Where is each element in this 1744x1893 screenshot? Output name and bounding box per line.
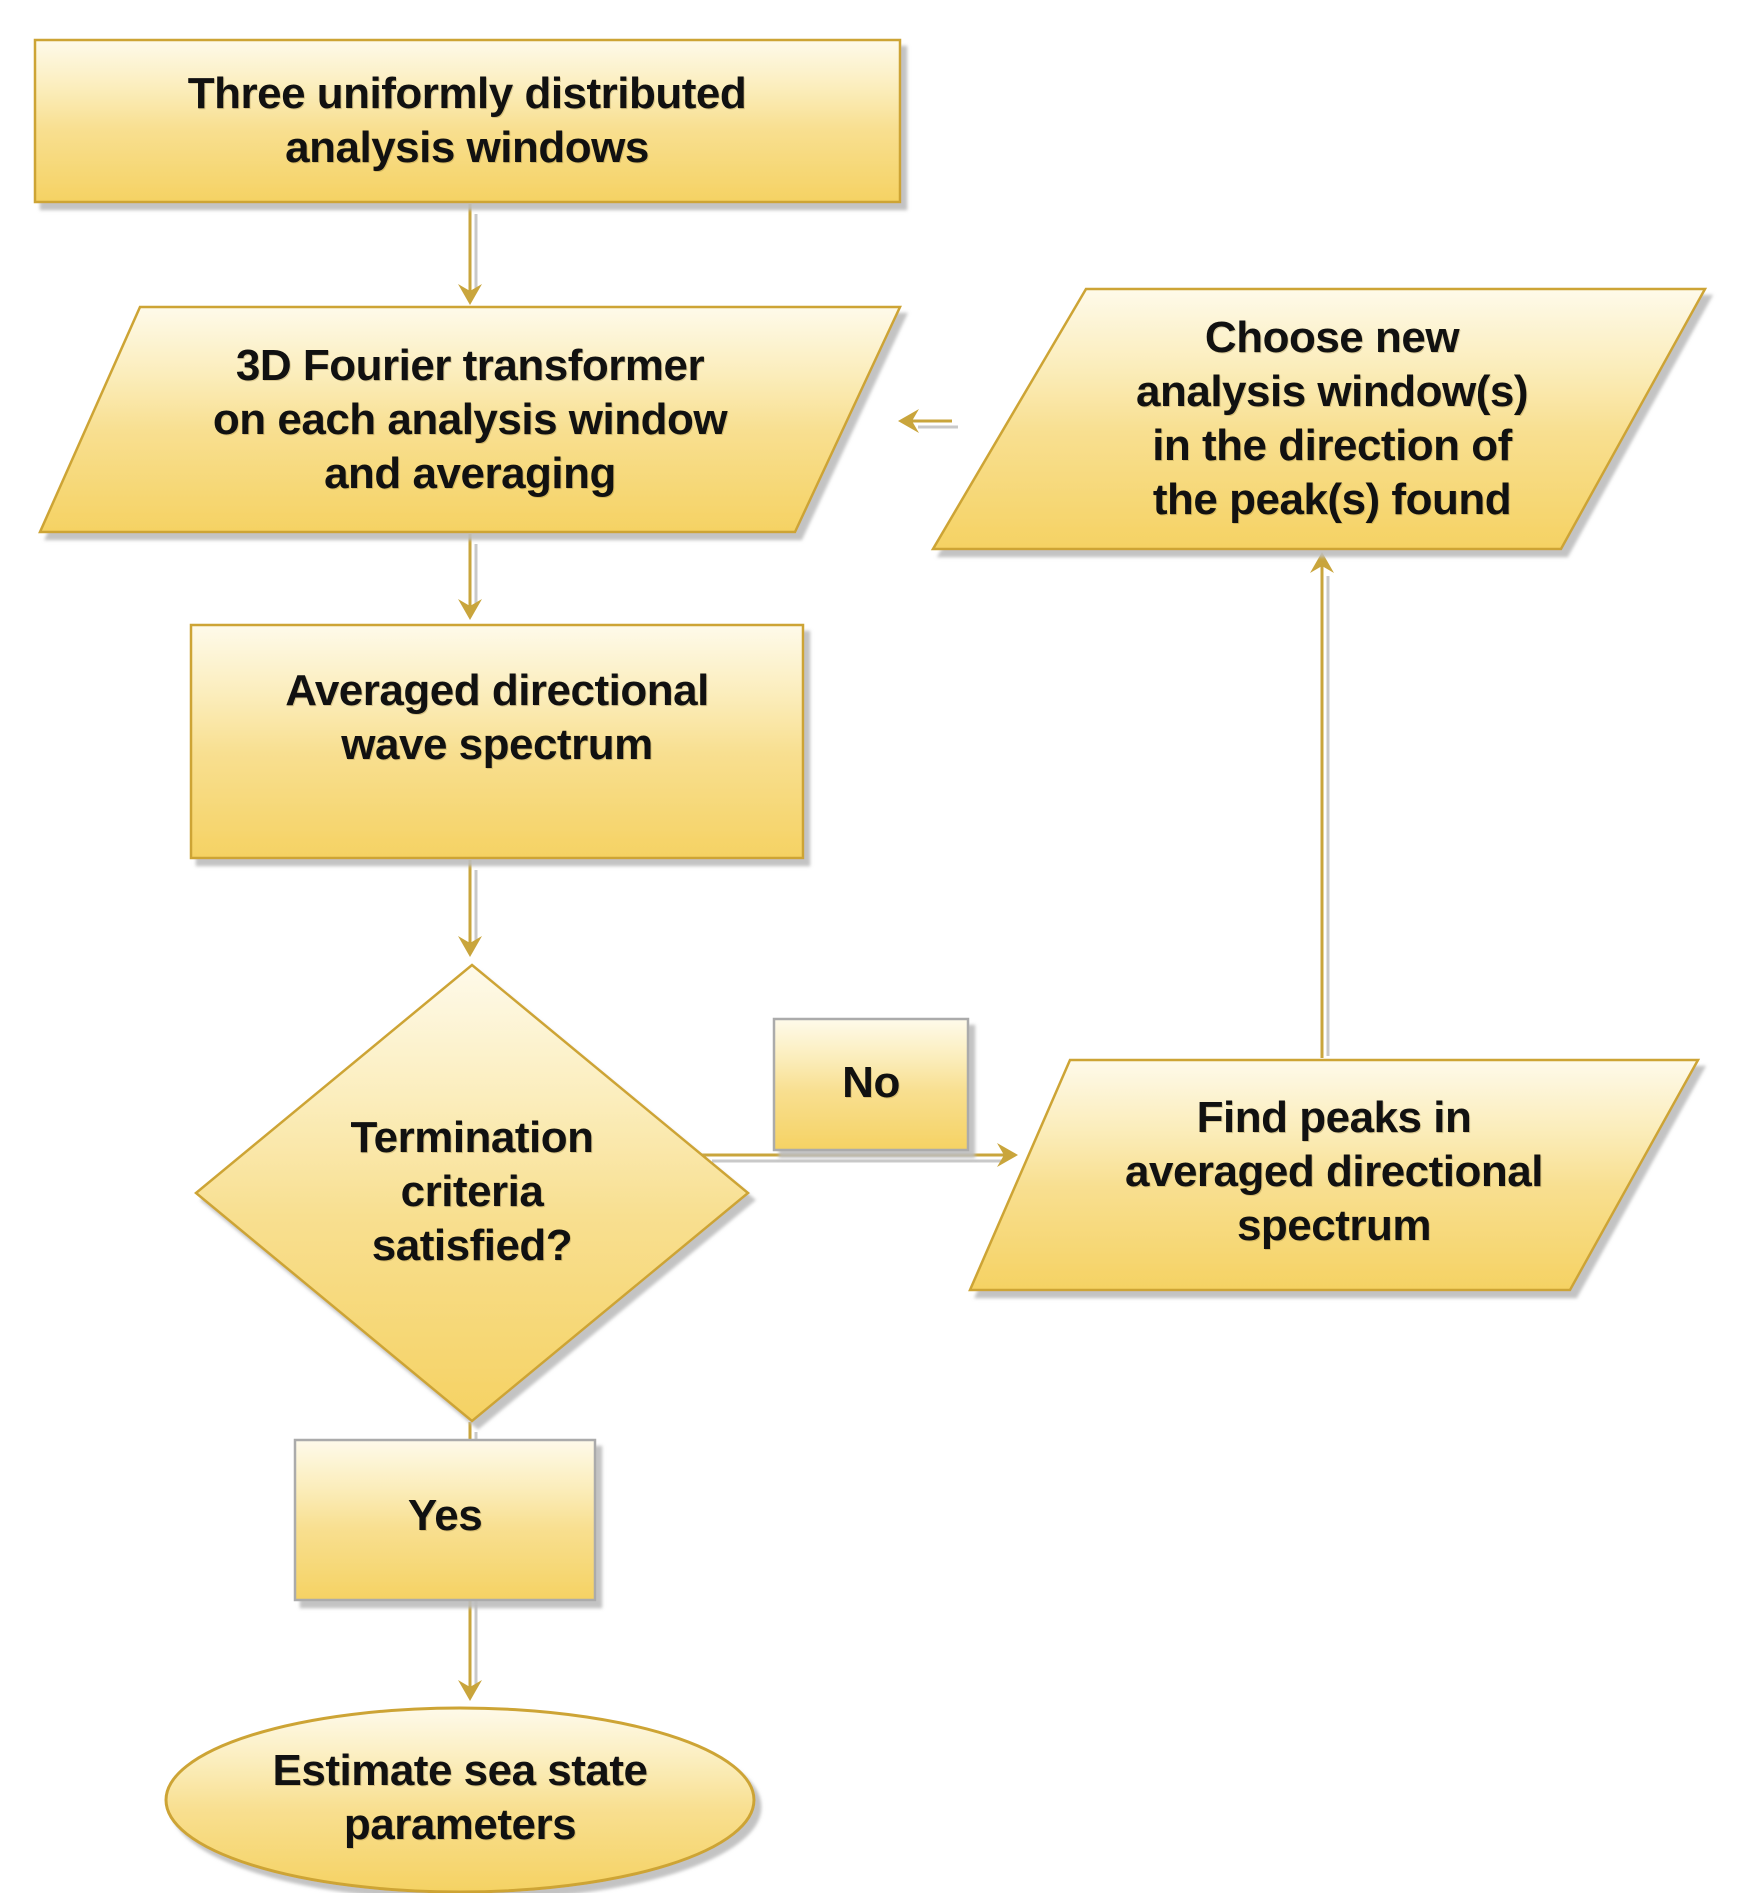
node-label-decision: Termination criteria satisfied? (350, 1111, 594, 1273)
arrowhead-down-icon (458, 284, 482, 305)
label-line: Find peaks in (1196, 1093, 1472, 1142)
node-shape-decision (194, 963, 750, 1423)
node-shape-fourier (38, 305, 902, 534)
label-line: Choose new (1204, 313, 1460, 362)
arrowhead-down-icon (458, 599, 482, 620)
arrowhead-down-icon (458, 936, 482, 957)
label-line: Averaged directional (285, 666, 709, 715)
node-label-spectrum: Averaged directional wave spectrum (285, 664, 709, 772)
node-label-choose-new: Choose new analysis window(s) in the dir… (1136, 311, 1528, 527)
label-line: 3D Fourier transformer (235, 341, 705, 390)
node-label-find-peaks: Find peaks in averaged directional spect… (1125, 1091, 1543, 1253)
label-line: the peak(s) found (1152, 475, 1512, 524)
node-shape-no-label (772, 1017, 970, 1152)
label-line: analysis window(s) (1136, 367, 1528, 416)
label-line: Termination (350, 1113, 594, 1162)
label-line: averaged directional (1125, 1147, 1543, 1196)
node-label-no: No (842, 1056, 900, 1110)
label-line: spectrum (1236, 1201, 1432, 1250)
arrowhead-up-icon (1310, 552, 1334, 573)
label-line: satisfied? (371, 1221, 573, 1270)
node-shape-estimate (164, 1706, 756, 1893)
label-line: Three uniformly distributed (187, 69, 747, 118)
node-label-estimate: Estimate sea state parameters (272, 1744, 649, 1852)
arrowhead-left-icon (898, 409, 919, 433)
node-label-yes: Yes (407, 1489, 483, 1543)
label-line: wave spectrum (341, 720, 653, 769)
label-line: Yes (407, 1491, 483, 1540)
label-line: criteria (400, 1167, 544, 1216)
arrowhead-right-icon (997, 1143, 1018, 1167)
arrowhead-down-icon (458, 1680, 482, 1701)
label-line: in the direction of (1152, 421, 1512, 470)
label-line: parameters (343, 1800, 577, 1849)
label-line: analysis windows (285, 123, 649, 172)
label-line: on each analysis window (212, 395, 728, 444)
node-label-fourier: 3D Fourier transformer on each analysis … (212, 339, 728, 501)
node-label-start: Three uniformly distributed analysis win… (188, 67, 747, 175)
label-line: No (842, 1058, 900, 1107)
node-shape-start (33, 38, 902, 204)
node-shape-spectrum (189, 623, 805, 860)
label-line: and averaging (324, 449, 616, 498)
node-shape-yes-label (293, 1438, 597, 1602)
node-shape-find-peaks (968, 1058, 1701, 1292)
label-line: Estimate sea state (272, 1746, 649, 1795)
node-shape-choose-new (930, 287, 1708, 551)
